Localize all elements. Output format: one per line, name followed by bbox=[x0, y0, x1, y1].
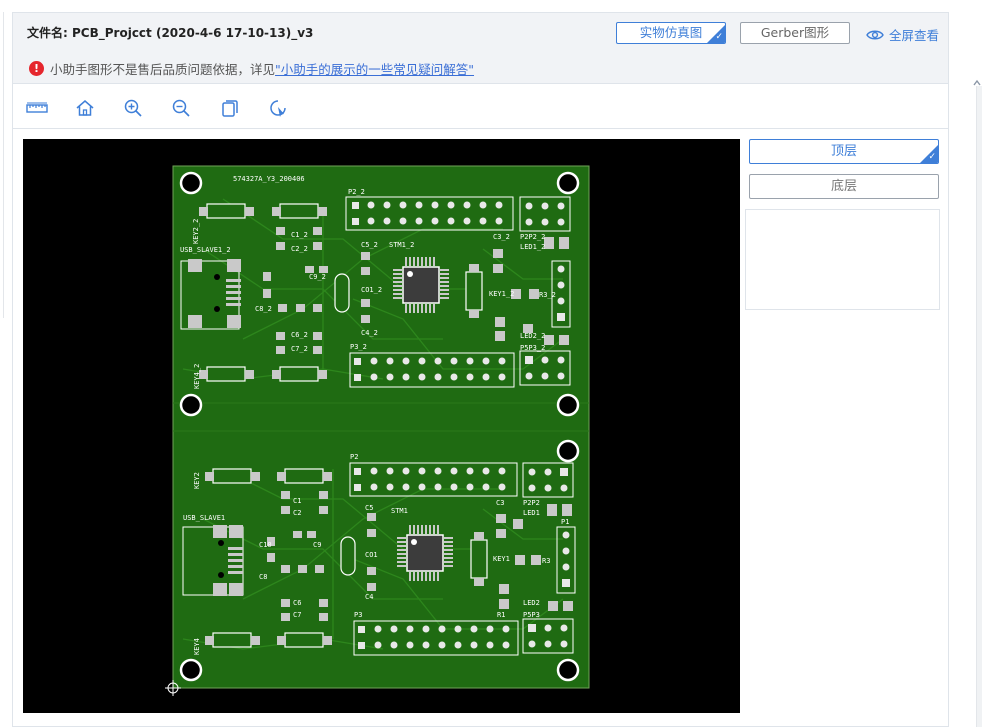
svg-text:C6_2: C6_2 bbox=[291, 331, 308, 339]
svg-text:P3: P3 bbox=[354, 611, 362, 619]
zoom-in-tool-button[interactable] bbox=[121, 97, 145, 119]
svg-text:C4_2: C4_2 bbox=[361, 329, 378, 337]
selected-corner-icon bbox=[707, 25, 725, 43]
svg-text:P2P2_2: P2P2_2 bbox=[520, 233, 545, 241]
svg-text:LED1: LED1 bbox=[523, 509, 540, 517]
selected-corner-icon bbox=[920, 145, 938, 163]
zoom-out-icon bbox=[172, 99, 190, 117]
svg-text:C3: C3 bbox=[496, 499, 504, 507]
svg-text:KEY4: KEY4 bbox=[193, 638, 201, 655]
svg-text:USB_SLAVE1: USB_SLAVE1 bbox=[183, 514, 225, 522]
svg-text:C9: C9 bbox=[313, 541, 321, 549]
zoom-out-tool-button[interactable] bbox=[169, 97, 193, 119]
svg-text:C2: C2 bbox=[293, 509, 301, 517]
zoom-in-icon bbox=[124, 99, 142, 117]
pointer-icon bbox=[270, 100, 286, 117]
checkmark-icon: ✓ bbox=[928, 152, 936, 162]
home-tool-button[interactable] bbox=[73, 97, 97, 119]
svg-text:R1: R1 bbox=[497, 611, 505, 619]
svg-text:C8: C8 bbox=[259, 573, 267, 581]
file-header: 文件名: PCB_Projcct (2020-4-6 17-10-13)_v3 … bbox=[13, 13, 948, 84]
svg-text:LED2: LED2 bbox=[523, 599, 540, 607]
svg-text:P2: P2 bbox=[350, 453, 358, 461]
eye-icon bbox=[866, 30, 884, 39]
pcb-board-render: 574327A_Y3_200406 P2_2 bbox=[165, 165, 590, 696]
svg-text:P2_2: P2_2 bbox=[348, 188, 365, 196]
home-icon bbox=[76, 100, 94, 116]
fullscreen-button[interactable]: 全屏查看 bbox=[866, 25, 939, 44]
fullscreen-label: 全屏查看 bbox=[889, 28, 940, 43]
bottom-layer-button[interactable]: 底层 bbox=[749, 174, 939, 199]
toolbar bbox=[13, 85, 948, 129]
file-name-value: PCB_Projcct (2020-4-6 17-10-13)_v3 bbox=[72, 26, 314, 40]
warning-notice: ! 小助手图形不是售后品质问题依据，详见 "小助手的展示的一些常见疑问解答" bbox=[29, 59, 474, 78]
svg-text:R3_2: R3_2 bbox=[539, 291, 556, 299]
left-edge-divider bbox=[0, 12, 4, 318]
svg-text:C8_2: C8_2 bbox=[255, 305, 272, 313]
real-simulation-label: 实物仿真图 bbox=[639, 25, 703, 40]
gerber-view-button[interactable]: Gerber图形 bbox=[740, 22, 850, 44]
real-simulation-button[interactable]: 实物仿真图 ✓ bbox=[616, 22, 726, 44]
svg-text:KEY2_2: KEY2_2 bbox=[192, 219, 200, 244]
svg-text:C9_2: C9_2 bbox=[309, 273, 326, 281]
svg-text:R3: R3 bbox=[542, 557, 550, 565]
viewer-panel: 文件名: PCB_Projcct (2020-4-6 17-10-13)_v3 … bbox=[12, 12, 949, 727]
top-layer-label: 顶层 bbox=[830, 144, 857, 159]
svg-text:C7: C7 bbox=[293, 611, 301, 619]
svg-text:P2P2: P2P2 bbox=[523, 499, 540, 507]
copy-tool-button[interactable] bbox=[218, 97, 242, 119]
bottom-layer-label: 底层 bbox=[830, 179, 857, 194]
svg-text:KEY4_2: KEY4_2 bbox=[193, 364, 201, 389]
warning-icon: ! bbox=[29, 61, 44, 76]
svg-text:LED1_2: LED1_2 bbox=[520, 243, 545, 251]
ruler-icon bbox=[26, 102, 48, 113]
svg-text:CO1_2: CO1_2 bbox=[361, 286, 382, 294]
svg-text:C6: C6 bbox=[293, 599, 301, 607]
checkmark-icon: ✓ bbox=[715, 32, 723, 42]
svg-text:C2_2: C2_2 bbox=[291, 245, 308, 253]
faq-link[interactable]: "小助手的展示的一些常见疑问解答" bbox=[275, 62, 475, 77]
svg-text:C3_2: C3_2 bbox=[493, 233, 510, 241]
svg-text:USB_SLAVE1_2: USB_SLAVE1_2 bbox=[180, 246, 231, 254]
svg-text:C4: C4 bbox=[365, 593, 373, 601]
scroll-up-arrow-icon[interactable] bbox=[972, 78, 982, 88]
svg-text:STM1_2: STM1_2 bbox=[389, 241, 414, 249]
svg-text:574327A_Y3_200406: 574327A_Y3_200406 bbox=[233, 175, 305, 183]
file-name-key: 文件名: bbox=[27, 26, 68, 40]
ruler-tool-button[interactable] bbox=[25, 97, 49, 119]
top-layer-button[interactable]: 顶层 ✓ bbox=[749, 139, 939, 164]
svg-text:KEY1: KEY1 bbox=[493, 555, 510, 563]
svg-text:P5P3_2: P5P3_2 bbox=[520, 344, 545, 352]
copy-icon bbox=[222, 100, 238, 117]
svg-text:C7_2: C7_2 bbox=[291, 345, 308, 353]
svg-text:C5: C5 bbox=[365, 504, 373, 512]
pcb-canvas[interactable]: 574327A_Y3_200406 P2_2 bbox=[23, 139, 740, 713]
warning-text: 小助手图形不是售后品质问题依据，详见 bbox=[50, 62, 276, 77]
svg-text:CO1: CO1 bbox=[365, 551, 378, 559]
svg-text:KEY1_2: KEY1_2 bbox=[489, 290, 514, 298]
svg-text:C10: C10 bbox=[259, 541, 272, 549]
gerber-view-label: Gerber图形 bbox=[760, 25, 830, 40]
svg-text:P5P3: P5P3 bbox=[523, 611, 540, 619]
svg-text:P1: P1 bbox=[561, 518, 569, 526]
page-scrollbar[interactable] bbox=[976, 86, 982, 727]
pointer-tool-button[interactable] bbox=[266, 97, 290, 119]
layer-info-box bbox=[745, 209, 940, 310]
svg-text:P3_2: P3_2 bbox=[350, 343, 367, 351]
file-name-label: 文件名: PCB_Projcct (2020-4-6 17-10-13)_v3 bbox=[27, 24, 313, 41]
svg-text:C1: C1 bbox=[293, 497, 301, 505]
svg-text:LED2_2: LED2_2 bbox=[520, 332, 545, 340]
svg-text:STM1: STM1 bbox=[391, 507, 408, 515]
svg-text:C1_2: C1_2 bbox=[291, 231, 308, 239]
svg-text:C5_2: C5_2 bbox=[361, 241, 378, 249]
svg-text:KEY2: KEY2 bbox=[193, 472, 201, 489]
